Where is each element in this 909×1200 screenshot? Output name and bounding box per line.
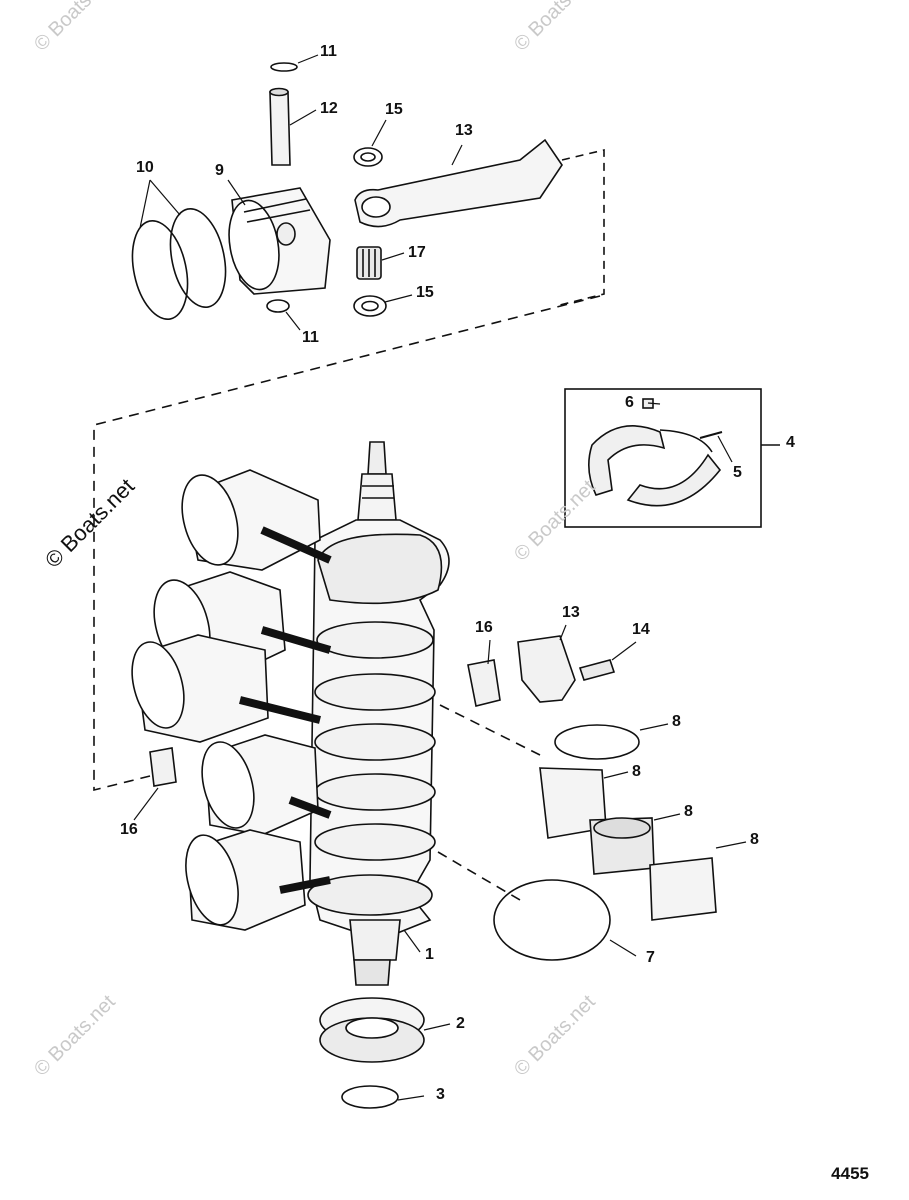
callout-15-bottom: 15 (416, 284, 434, 301)
seal-ring-box (564, 388, 780, 528)
callout-8-lower-half: 8 (750, 831, 759, 848)
callout-10: 10 (136, 159, 154, 176)
callout-13-top: 13 (455, 122, 473, 139)
callout-8-snap-ring: 8 (672, 713, 681, 730)
callout-5: 5 (733, 464, 742, 481)
callout-6: 6 (625, 394, 634, 411)
callout-15-top: 15 (385, 101, 403, 118)
rod-cap-parts (149, 635, 717, 961)
callout-12: 12 (320, 100, 338, 117)
callout-1: 1 (425, 946, 434, 963)
callout-11-bottom: 11 (302, 329, 319, 346)
upper-piston-assembly (131, 62, 605, 321)
callout-8-upper-half: 8 (632, 763, 641, 780)
callout-2: 2 (456, 1015, 465, 1032)
leader-lines (133, 54, 747, 1101)
assembly-dash-line (93, 295, 601, 792)
drawing-id: 4455 (831, 1164, 869, 1183)
callout-8-needle-cage: 8 (684, 803, 693, 820)
lower-bearing-parts (319, 997, 425, 1109)
callout-11-top: 11 (320, 43, 337, 60)
callout-16-right: 16 (475, 619, 493, 636)
callout-7: 7 (646, 949, 655, 966)
callout-17: 17 (408, 244, 426, 261)
crank-pistons (131, 469, 332, 931)
callout-4: 4 (786, 434, 795, 451)
callout-9: 9 (215, 162, 224, 179)
callout-3: 3 (436, 1086, 445, 1103)
callout-13-right: 13 (562, 604, 580, 621)
callout-16-left: 16 (120, 821, 138, 838)
crankshaft (307, 441, 450, 986)
callout-14: 14 (632, 621, 650, 638)
